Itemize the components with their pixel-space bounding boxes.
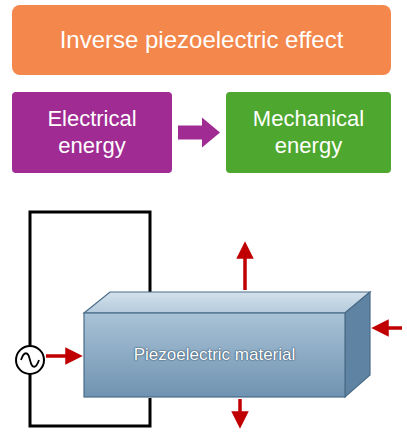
block-top: [84, 292, 370, 313]
force-arrow: [380, 326, 402, 330]
energy-box: Electrical energy: [12, 92, 172, 173]
energy-box: Mechanical energy: [226, 92, 391, 173]
material-label-box: Piezoelectric material: [86, 315, 343, 395]
node-text: Piezoelectric material: [134, 345, 296, 365]
node-text: Mechanical energy: [232, 106, 385, 159]
block-arrow: [178, 118, 220, 148]
ac-source: [16, 346, 44, 374]
node-text: Electrical energy: [18, 106, 166, 159]
force-arrow: [238, 399, 242, 420]
block-side: [345, 292, 370, 397]
force-arrow: [46, 354, 74, 358]
block-front: [84, 313, 345, 397]
title-box: Inverse piezoelectric effect: [12, 5, 391, 75]
ac-wave: [21, 353, 39, 367]
force-arrow: [243, 250, 247, 290]
node-text: Inverse piezoelectric effect: [60, 26, 344, 55]
